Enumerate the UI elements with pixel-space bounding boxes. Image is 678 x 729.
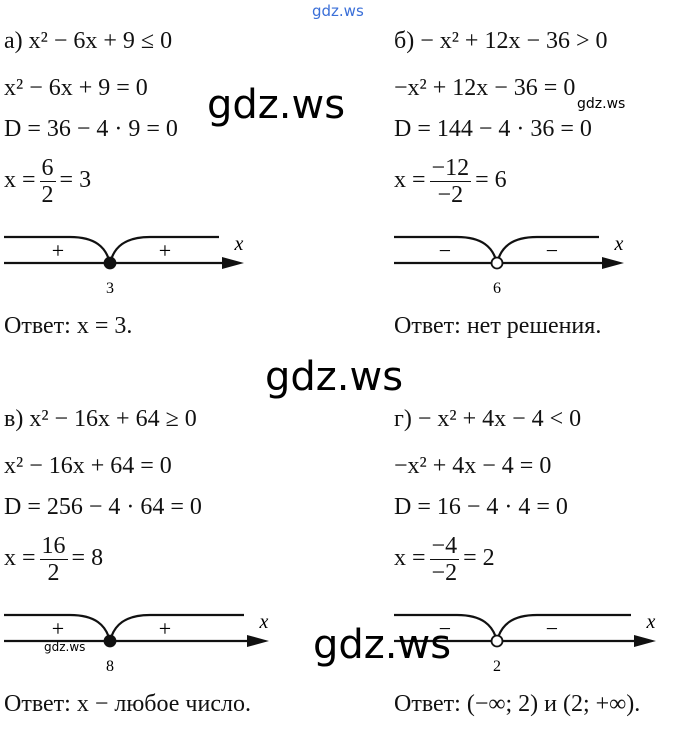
point-label: 6 <box>493 280 501 297</box>
fraction: −4−2 <box>429 533 460 586</box>
open-point <box>490 256 504 270</box>
root-lhs: x = <box>4 167 36 194</box>
equation: −x² + 12x − 36 = 0 <box>394 75 576 101</box>
number-line: − − x 6 <box>394 233 624 297</box>
number-line: + + x 3 <box>4 233 244 297</box>
answer: Ответ: x = 3. <box>4 313 133 339</box>
sign-right: − <box>546 238 558 263</box>
axis-arrow-icon <box>634 635 656 647</box>
number-line: + + x 8 <box>4 611 269 675</box>
problem-statement: в) x² − 16x + 64 ≥ 0 <box>4 406 197 432</box>
answer: Ответ: нет решения. <box>394 313 602 339</box>
discriminant: D = 36 − 4 · 9 = 0 <box>4 116 178 142</box>
numerator: −12 <box>429 155 472 182</box>
root-rhs: = 3 <box>59 167 92 194</box>
discriminant: D = 144 − 4 · 36 = 0 <box>394 116 592 142</box>
problem-statement: г) − x² + 4x − 4 < 0 <box>394 406 582 432</box>
sign-left: + <box>52 616 64 641</box>
equation: x² − 16x + 64 = 0 <box>4 453 172 479</box>
watermark-top: gdz.ws <box>312 2 364 20</box>
number-line: − − x 2 <box>394 611 656 675</box>
numerator: −4 <box>429 533 460 560</box>
discriminant: D = 16 − 4 · 4 = 0 <box>394 494 568 520</box>
filled-point <box>103 634 117 648</box>
root-formula: x =−4−2= 2 <box>394 533 495 586</box>
discriminant: D = 256 − 4 · 64 = 0 <box>4 494 202 520</box>
root-lhs: x = <box>394 545 426 572</box>
sign-left: − <box>439 616 451 641</box>
axis-arrow-icon <box>247 635 269 647</box>
watermark: gdz.ws <box>577 96 626 112</box>
equation: x² − 6x + 9 = 0 <box>4 75 148 101</box>
watermark: gdz.ws <box>313 622 452 668</box>
denominator: 2 <box>41 182 54 208</box>
axis-label: x <box>234 233 244 255</box>
axis-label: x <box>614 233 624 255</box>
problem-statement: б) − x² + 12x − 36 > 0 <box>394 28 608 54</box>
answer: Ответ: (−∞; 2) и (2; +∞). <box>394 691 641 717</box>
sign-right: − <box>546 616 558 641</box>
problem-statement: а) x² − 6x + 9 ≤ 0 <box>4 28 173 54</box>
root-formula: x =−12−2= 6 <box>394 155 507 208</box>
sign-left: − <box>439 238 451 263</box>
root-rhs: = 8 <box>71 545 104 572</box>
filled-point <box>103 256 117 270</box>
axis-arrow-icon <box>222 257 244 269</box>
sign-right: + <box>159 238 171 263</box>
sign-left: + <box>52 238 64 263</box>
answer: Ответ: x − любое число. <box>4 691 251 717</box>
point-label: 8 <box>106 658 114 675</box>
root-lhs: x = <box>394 167 426 194</box>
axis-arrow-icon <box>602 257 624 269</box>
sign-right: + <box>159 616 171 641</box>
root-rhs: = 2 <box>463 545 495 572</box>
point-label: 2 <box>493 658 501 675</box>
equation: −x² + 4x − 4 = 0 <box>394 453 552 479</box>
numerator: 16 <box>39 533 68 560</box>
root-lhs: x = <box>4 545 36 572</box>
root-rhs: = 6 <box>475 167 507 194</box>
watermark: gdz.ws <box>265 354 404 400</box>
point-label: 3 <box>106 280 114 297</box>
open-point <box>490 634 504 648</box>
parabola-sign-curve <box>4 613 244 642</box>
axis-label: x <box>646 611 656 633</box>
denominator: −2 <box>431 560 458 586</box>
fraction: −12−2 <box>429 155 472 208</box>
watermark: gdz.ws <box>207 82 346 128</box>
numerator: 6 <box>39 155 56 182</box>
denominator: −2 <box>437 182 464 208</box>
watermark: gdz.ws <box>44 640 86 654</box>
axis-label: x <box>259 611 269 633</box>
denominator: 2 <box>47 560 60 586</box>
